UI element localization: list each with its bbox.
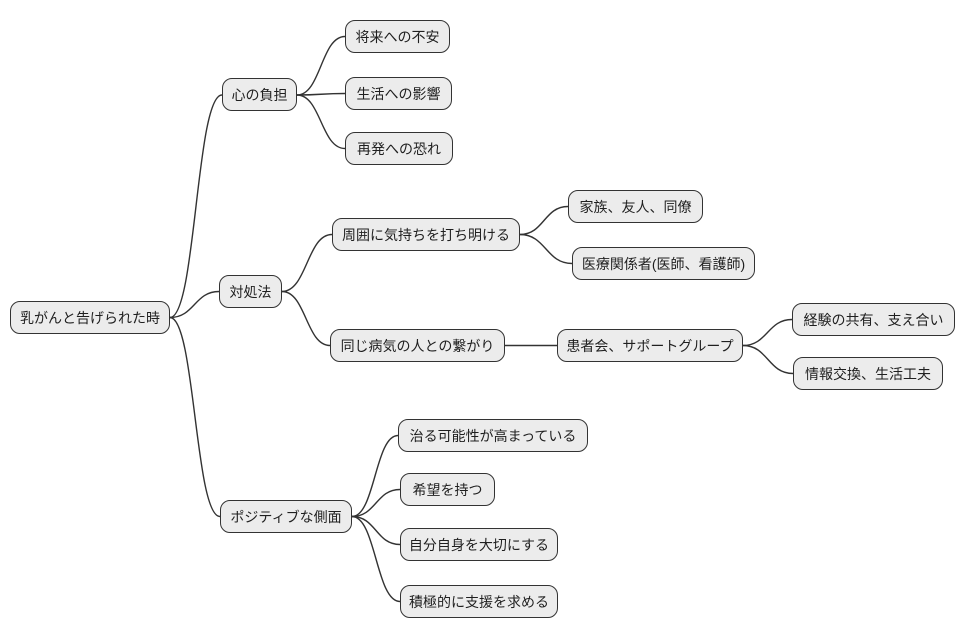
edge-root-to-positive: [169, 316, 221, 518]
edge-positive-to-self: [351, 515, 401, 546]
edge-heart-to-recurrence: [296, 94, 346, 150]
edge-root-to-heart: [169, 94, 223, 319]
node-coping-methods[interactable]: 対処法: [219, 275, 282, 308]
node-value-yourself[interactable]: 自分自身を大切にする: [400, 528, 558, 561]
node-seek-support[interactable]: 積極的に支援を求める: [400, 585, 558, 618]
node-positive-aspects[interactable]: ポジティブな側面: [220, 500, 352, 533]
node-medical-staff[interactable]: 医療関係者(医師、看護師): [572, 247, 755, 280]
edge-positive-to-seek: [351, 515, 401, 603]
node-confide-feelings[interactable]: 周囲に気持ちを打ち明ける: [332, 218, 520, 251]
edge-confide-to-family: [519, 205, 569, 236]
edge-patients-to-experience: [742, 318, 793, 347]
edge-heart-to-future: [296, 35, 346, 96]
node-info-exchange[interactable]: 情報交換、生活工夫: [793, 357, 943, 390]
edge-coping-to-confide: [281, 233, 333, 293]
node-life-impact[interactable]: 生活への影響: [345, 77, 452, 110]
node-mental-burden[interactable]: 心の負担: [222, 78, 297, 111]
node-share-experience[interactable]: 経験の共有、支え合い: [792, 303, 955, 336]
edge-coping-to-connection: [281, 290, 331, 347]
node-peer-connection[interactable]: 同じ病気の人との繋がり: [330, 329, 505, 362]
edge-positive-to-hope: [351, 488, 401, 518]
node-family-friends[interactable]: 家族、友人、同僚: [568, 190, 703, 223]
node-recurrence-fear[interactable]: 再発への恐れ: [345, 132, 453, 165]
edge-root-to-coping: [169, 290, 220, 319]
node-cure-possibility[interactable]: 治る可能性が高まっている: [398, 419, 588, 452]
edge-confide-to-medical: [519, 233, 573, 265]
node-future-anxiety[interactable]: 将来への不安: [345, 20, 450, 53]
node-root[interactable]: 乳がんと告げられた時: [10, 301, 170, 334]
node-have-hope[interactable]: 希望を持つ: [400, 473, 495, 506]
node-support-groups[interactable]: 患者会、サポートグループ: [557, 329, 743, 362]
edge-positive-to-cure: [351, 434, 399, 518]
edge-patients-to-info: [742, 344, 794, 375]
edge-heart-to-life: [296, 92, 346, 96]
